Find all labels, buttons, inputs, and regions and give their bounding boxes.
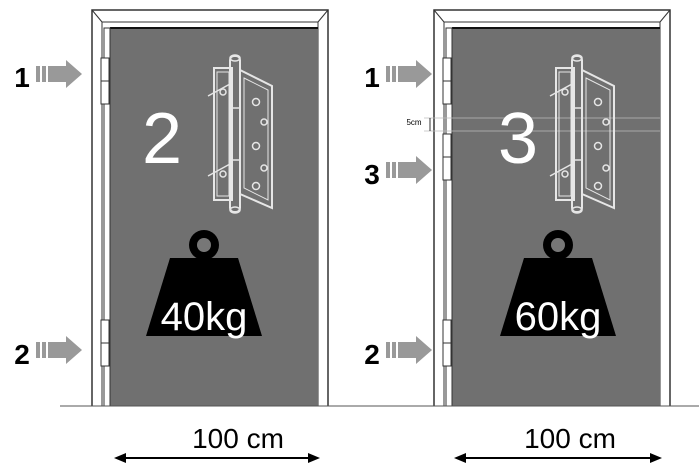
right-marker-bottom: 2: [364, 339, 380, 370]
right-marker-top: 1: [364, 62, 380, 93]
left-hinge-count: 2: [142, 99, 182, 179]
left-arrow-top-icon: [36, 60, 82, 88]
right-arrow-top-icon: [386, 60, 432, 88]
right-arrow-bottom-icon: [386, 336, 432, 364]
right-door-assembly: 5cm 3 60kg 1 3 2 100 cm: [364, 9, 671, 463]
right-width-label: 100 cm: [524, 423, 616, 454]
left-door-frame: [91, 9, 329, 406]
right-hinge-count: 3: [498, 99, 538, 179]
left-marker-top: 1: [14, 62, 30, 93]
spacing-label: 5cm: [406, 118, 421, 127]
right-arrow-middle-icon: [386, 156, 432, 184]
right-marker-middle: 3: [364, 159, 380, 190]
left-door-assembly: 2 40kg 1 2 100 cm: [14, 9, 329, 463]
left-arrow-bottom-icon: [36, 336, 82, 364]
right-door-frame: [433, 9, 671, 406]
left-marker-bottom: 2: [14, 339, 30, 370]
right-weight-label: 60kg: [515, 295, 602, 339]
left-width-label: 100 cm: [192, 423, 284, 454]
left-weight-label: 40kg: [161, 295, 248, 339]
